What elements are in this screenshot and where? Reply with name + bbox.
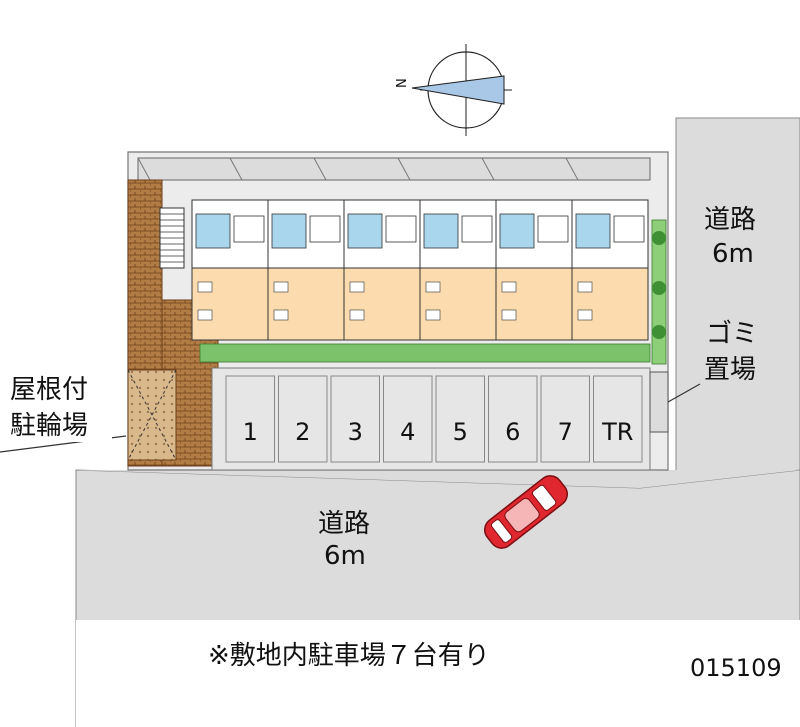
bicycle-label-1: 屋根付 bbox=[10, 375, 88, 405]
parking-space-number: 6 bbox=[505, 418, 520, 446]
parking-space bbox=[488, 375, 538, 463]
apartment-units bbox=[191, 199, 649, 341]
parking-space-number: 3 bbox=[348, 418, 363, 446]
parking-space-number: 7 bbox=[558, 418, 573, 446]
covered-bicycle-parking bbox=[127, 369, 177, 461]
building-roof bbox=[137, 157, 651, 181]
unit bbox=[191, 199, 269, 341]
parking-space-number: TR bbox=[601, 418, 633, 446]
parking-spaces: 1 2 3 4 5 6 7 TR bbox=[225, 375, 643, 463]
garbage-label-1: ゴミ bbox=[706, 319, 758, 349]
north-arrow-icon bbox=[411, 75, 505, 105]
unit bbox=[571, 199, 649, 341]
road-east-label-1: 道路 bbox=[704, 205, 756, 235]
bicycle-label-2: 駐輪場 bbox=[10, 411, 88, 441]
parking-space-number: 4 bbox=[400, 418, 415, 446]
road-east-label-2: 6m bbox=[712, 239, 754, 269]
unit bbox=[267, 199, 345, 341]
road-south-label-2: 6m bbox=[324, 541, 366, 571]
parking-space bbox=[383, 375, 433, 463]
parking-space-number: 2 bbox=[295, 418, 310, 446]
parking-space bbox=[540, 375, 590, 463]
parking-space bbox=[225, 375, 275, 463]
unit bbox=[495, 199, 573, 341]
car-icon bbox=[483, 475, 569, 549]
property-id: 015109 bbox=[690, 654, 782, 682]
garden-strip bbox=[199, 343, 651, 363]
parking-space bbox=[435, 375, 485, 463]
garbage-area bbox=[649, 371, 669, 433]
road-south-label-1: 道路 bbox=[318, 509, 370, 539]
parking-space bbox=[593, 375, 643, 463]
parking-space-number: 1 bbox=[243, 418, 258, 446]
garbage-label-2: 置場 bbox=[704, 355, 756, 385]
staircase bbox=[159, 207, 185, 269]
north-label: N bbox=[395, 78, 410, 88]
compass-rose: N bbox=[395, 44, 512, 136]
unit bbox=[419, 199, 497, 341]
parking-caption: ※敷地内駐車場７台有り bbox=[208, 641, 490, 671]
unit bbox=[343, 199, 421, 341]
parking-space bbox=[330, 375, 380, 463]
parking-space-number: 5 bbox=[453, 418, 468, 446]
parking-space bbox=[278, 375, 328, 463]
